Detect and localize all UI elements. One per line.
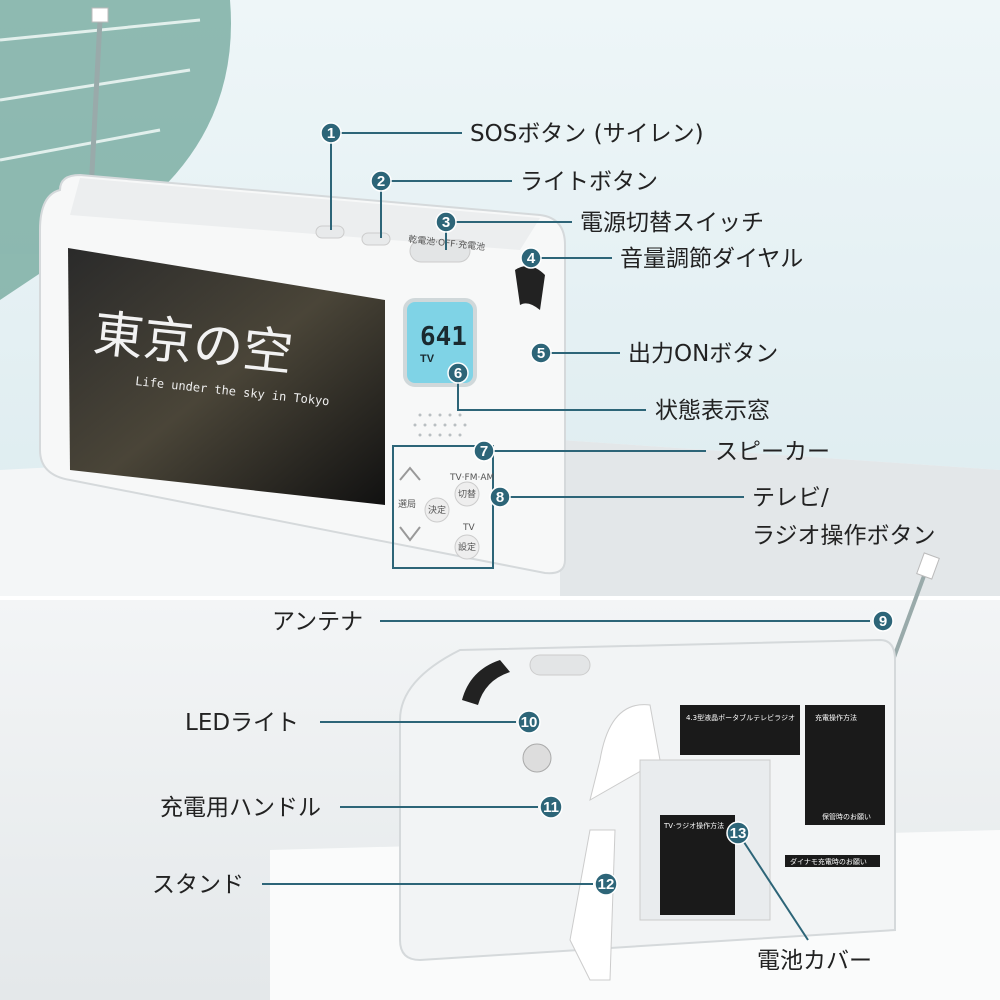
callout-1: 1 SOSボタン (サイレン) <box>320 121 704 147</box>
svg-text:7: 7 <box>480 443 488 460</box>
svg-text:11: 11 <box>543 799 559 816</box>
model-label-plate <box>680 705 800 755</box>
antenna-back <box>891 564 930 661</box>
ok-button-label: 決定 <box>428 504 446 516</box>
power-switch-back[interactable] <box>529 654 591 676</box>
power-switch[interactable] <box>409 239 471 263</box>
svg-text:6: 6 <box>454 365 462 382</box>
callout-label: ライトボタン <box>520 169 658 195</box>
radio-front: 乾電池·OFF·充電池 東京の空 Life under the sky in T… <box>39 173 566 575</box>
callout-10: 10 LEDライト <box>185 710 541 736</box>
lcd-channel: 641 <box>420 322 467 352</box>
lcd-mode: TV <box>420 353 435 365</box>
callout-label: アンテナ <box>272 609 363 635</box>
svg-text:5: 5 <box>537 345 545 362</box>
svg-text:9: 9 <box>879 613 887 630</box>
callout-label: SOSボタン (サイレン) <box>470 121 704 147</box>
callout-label: スタンド <box>152 872 244 898</box>
svg-text:10: 10 <box>521 714 538 731</box>
callout-13: 13 電池カバー <box>726 821 872 974</box>
callout-3: 3 電源切替スイッチ <box>435 210 764 236</box>
channel-down-button[interactable] <box>399 526 421 542</box>
callout-9: 9 アンテナ <box>272 609 894 635</box>
volume-dial-back[interactable] <box>462 660 510 705</box>
callout-5: 5 出力ONボタン <box>530 341 778 367</box>
callout-label: 電源切替スイッチ <box>580 210 764 236</box>
stand[interactable] <box>569 829 616 981</box>
volume-dial[interactable] <box>515 266 545 310</box>
callout-4: 4 音量調節ダイヤル <box>520 246 803 272</box>
setting-button-label: 設定 <box>458 541 476 553</box>
charging-handle[interactable] <box>589 704 661 802</box>
callout-label: 出力ONボタン <box>628 341 778 367</box>
speaker-grille <box>413 413 467 437</box>
callout-label: テレビ/ <box>752 485 829 511</box>
led-light <box>522 743 552 773</box>
svg-text:13: 13 <box>730 825 747 842</box>
control-highlight-box <box>392 445 494 569</box>
callout-label-line2: ラジオ操作ボタン <box>752 523 936 549</box>
callout-label: 音量調節ダイヤル <box>620 246 803 272</box>
callout-label: 電池カバー <box>757 948 872 974</box>
channel-up-button[interactable] <box>399 466 421 481</box>
callout-label: 充電用ハンドル <box>160 795 321 821</box>
setting-button[interactable] <box>454 534 480 560</box>
ok-button[interactable] <box>424 497 450 523</box>
callout-label: 状態表示窓 <box>655 398 770 424</box>
tv-radio-instructions-plate <box>660 815 735 915</box>
charge-title: 充電操作方法 <box>815 713 857 722</box>
svg-text:8: 8 <box>496 489 504 506</box>
callout-label: スピーカー <box>715 439 830 465</box>
radio-back: 4.3型液晶ポータブルテレビラジオ 充電操作方法 保管時のお願い ダイナモ充電時… <box>399 638 896 981</box>
svg-text:2: 2 <box>377 173 385 190</box>
charge-instructions-plate <box>805 705 885 825</box>
callout-6: 6 状態表示窓 <box>447 362 770 424</box>
divider <box>0 596 1000 600</box>
mode-label: TV·FM·AM <box>449 473 494 483</box>
dynamo-title: ダイナモ充電時のお願い <box>790 857 867 866</box>
callout-7: 7 スピーカー <box>473 439 830 465</box>
callout-2: 2 ライトボタン <box>370 169 658 195</box>
svg-text:12: 12 <box>598 876 615 893</box>
switch-button[interactable] <box>454 481 480 507</box>
storage-title: 保管時のお願い <box>822 812 871 821</box>
switch-button-label: 切替 <box>458 488 476 500</box>
light-button[interactable] <box>361 232 391 246</box>
model-label: 4.3型液晶ポータブルテレビラジオ <box>686 713 795 722</box>
tv-screen <box>68 248 385 505</box>
callout-12: 12 スタンド <box>152 872 618 898</box>
select-label: 選局 <box>398 499 416 510</box>
callout-label: LEDライト <box>185 710 299 736</box>
tv-radio-title: TV·ラジオ操作方法 <box>663 821 724 830</box>
svg-text:1: 1 <box>327 125 335 142</box>
svg-text:4: 4 <box>527 250 536 267</box>
tv-label: TV <box>462 523 475 533</box>
callout-8: 8 テレビ/ラジオ操作ボタン <box>489 485 936 549</box>
svg-text:3: 3 <box>442 214 450 231</box>
callout-lines <box>262 132 870 941</box>
callout-11: 11 充電用ハンドル <box>160 795 563 821</box>
